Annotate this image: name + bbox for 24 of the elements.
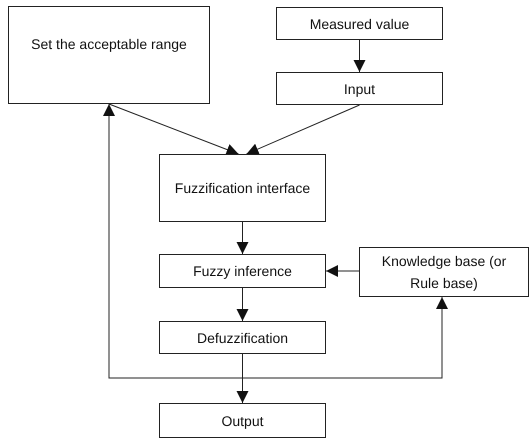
arrow	[242, 296, 448, 378]
arrow	[246, 104, 360, 155]
box-label: Measured value	[310, 16, 410, 32]
arrow	[354, 40, 366, 72]
arrow	[103, 104, 243, 378]
process-box	[359, 247, 529, 297]
box-label: Defuzzification	[196, 330, 288, 346]
box-label: Knowledge base (or Rule base)	[382, 253, 506, 291]
arrow	[236, 288, 248, 322]
box-label: Output	[221, 412, 264, 428]
box-label: Input	[344, 80, 376, 96]
process-box	[159, 154, 326, 222]
process-box	[159, 254, 326, 288]
box-label: Set the acceptable range	[31, 36, 187, 52]
box-label: Fuzzy inference	[193, 263, 292, 279]
process-box	[159, 403, 326, 438]
process-box	[8, 6, 210, 104]
process-box	[276, 72, 443, 105]
arrow	[108, 104, 239, 156]
box-label: Fuzzification interface	[174, 180, 310, 196]
process-box	[159, 321, 326, 354]
arrow	[236, 222, 248, 254]
arrow	[326, 265, 360, 277]
process-box	[276, 7, 443, 40]
